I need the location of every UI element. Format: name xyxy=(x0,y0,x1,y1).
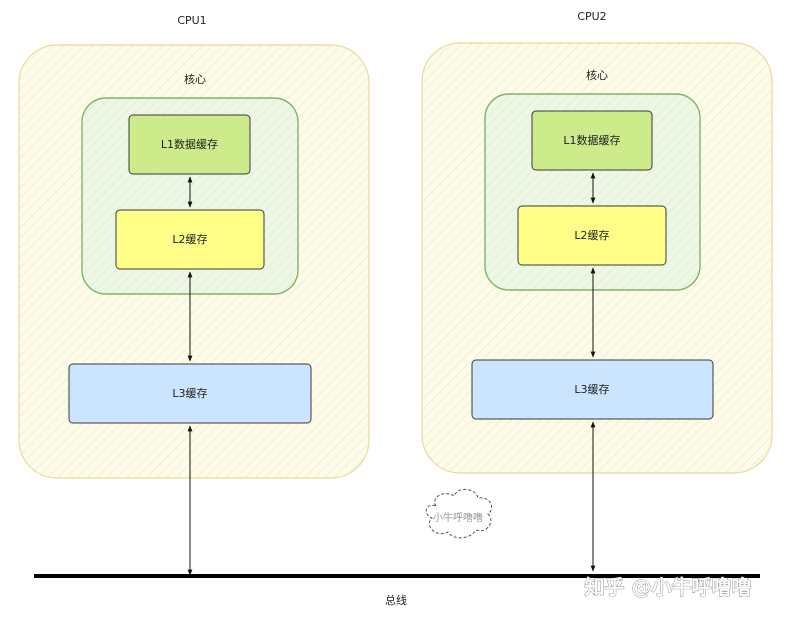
cpu2-l1-box xyxy=(531,110,653,171)
cpu1-l1-label: L1数据缓存 xyxy=(161,137,218,151)
cpu2-l2-box xyxy=(517,205,667,266)
cpu2-title: CPU2 xyxy=(577,10,606,23)
cpu2-l3-box xyxy=(471,359,714,420)
cpu2-group: CPU2 核心 L1数据缓存 L2缓存 L3缓存 xyxy=(421,10,773,572)
bus-label: 总线 xyxy=(385,593,407,607)
cpu1-l2-box xyxy=(115,209,265,270)
cloud-shape xyxy=(425,489,493,539)
cpu2-l1-label: L1数据缓存 xyxy=(563,133,620,147)
cpu1-l3-label: L3缓存 xyxy=(172,386,207,400)
cloud-text: 小牛呼噜噜 xyxy=(433,511,483,524)
cpu2-l2-label: L2缓存 xyxy=(574,228,609,242)
cpu1-title: CPU1 xyxy=(177,14,206,27)
cpu2-l3-label: L3缓存 xyxy=(574,382,609,396)
cpu1-group: CPU1 核心 L1数据缓存 L2缓存 L3缓存 xyxy=(18,14,370,576)
watermark-text: 知乎 @小牛呼噜噜 xyxy=(585,575,752,599)
cpu1-core-label: 核心 xyxy=(184,72,206,86)
cpu1-l2-label: L2缓存 xyxy=(172,232,207,246)
cpu2-core-label: 核心 xyxy=(586,68,608,82)
cpu1-l1-box xyxy=(128,114,251,175)
cpu1-l3-box xyxy=(68,363,312,424)
